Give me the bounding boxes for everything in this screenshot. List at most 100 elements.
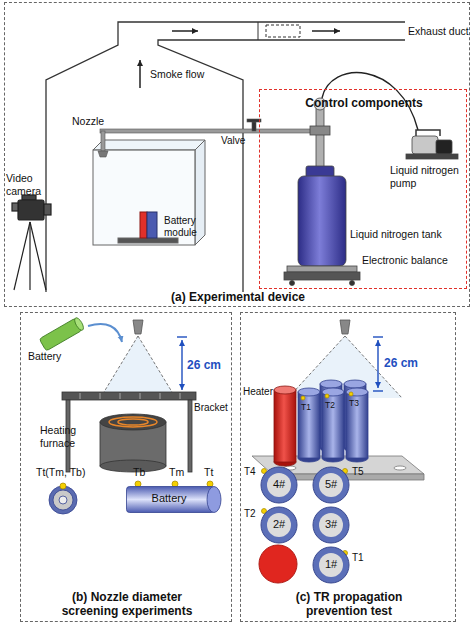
nitrogen-pump	[406, 154, 458, 159]
nitrogen-tank	[310, 126, 330, 135]
node-text: 4#	[260, 478, 298, 491]
bracket	[188, 400, 192, 472]
battery-cell	[344, 380, 366, 388]
spray-nozzle	[133, 320, 143, 334]
battery-cell	[298, 392, 320, 458]
node-text: 1#	[312, 558, 350, 571]
node-text: 2#	[260, 518, 298, 531]
placement-arrow	[88, 324, 122, 342]
module-base	[394, 466, 406, 470]
distance-dimension	[177, 337, 187, 393]
duct-damper	[258, 22, 259, 40]
battery-cell	[320, 380, 342, 388]
green-battery	[39, 316, 85, 351]
heating-furnace	[109, 417, 157, 427]
dimension-label: 26 cm	[187, 358, 221, 372]
bracket	[140, 393, 141, 399]
glass-enclosure	[118, 238, 178, 243]
cell-top-view: 2#	[260, 506, 298, 544]
thermocouple-dot	[325, 394, 329, 398]
bracket	[62, 392, 196, 400]
bracket	[180, 393, 181, 399]
battery-cell	[298, 388, 320, 396]
part-label: Liquid nitrogen tank	[350, 228, 442, 241]
nitrogen-tank	[298, 176, 346, 266]
heater-top-view	[259, 545, 297, 583]
distance-dimension	[377, 340, 378, 388]
dimension-label: 26 cm	[384, 356, 418, 370]
nitrogen-pump	[436, 140, 452, 154]
heating-furnace	[100, 414, 166, 472]
electronic-balance	[350, 281, 355, 286]
video-camera	[18, 200, 44, 220]
spray-nozzle	[138, 336, 172, 392]
battery-cross-section	[59, 496, 67, 504]
glass-enclosure	[147, 212, 157, 238]
distance-dimension	[373, 337, 383, 391]
bracket	[120, 393, 121, 399]
bracket	[160, 393, 161, 399]
node-text: Control components	[260, 96, 468, 110]
node-text: (a) Experimental device	[5, 290, 471, 304]
heating-furnace	[118, 419, 148, 425]
nozzle-pipe	[98, 119, 320, 157]
heater-cylinder	[274, 390, 296, 462]
part-label: Valve	[221, 135, 245, 147]
thermocouple-dot	[262, 392, 354, 556]
cell-shell	[313, 507, 349, 543]
heater-cylinder	[274, 386, 296, 394]
part-label: Nozzle	[72, 115, 104, 128]
battery-cross-section	[49, 483, 77, 514]
spray-nozzle	[104, 336, 172, 392]
bracket	[100, 393, 101, 399]
video-camera	[12, 195, 51, 290]
thermocouple-dot	[349, 392, 353, 396]
sensor-label: T3	[349, 398, 359, 408]
battery-cylinder: Battery	[126, 486, 222, 513]
node-text: 3#	[312, 518, 350, 531]
cylinder-body	[127, 487, 215, 513]
sensor-label: T5	[352, 466, 364, 478]
sensor-label: T4	[244, 466, 256, 478]
cell-top-view: 4#	[260, 466, 298, 504]
nozzle-pipe	[252, 121, 256, 131]
sensor-label: Tm	[169, 466, 184, 479]
sensor-label: T1	[352, 552, 364, 564]
flow-arrow	[139, 60, 141, 88]
distance-dimension	[177, 336, 187, 337]
node-text: (b) Nozzle diameter screening experiment…	[47, 590, 207, 619]
smoke-hood	[46, 22, 405, 292]
node-text: Battery	[126, 492, 212, 505]
duct-damper	[266, 25, 300, 37]
electronic-balance	[287, 266, 357, 272]
flow-arrow	[140, 31, 340, 88]
flow-label: Smoke flow	[150, 68, 204, 81]
cell-shell	[261, 507, 297, 543]
cell-top-view: 1#	[312, 546, 350, 584]
battery-cross-section	[49, 486, 77, 514]
cell-shell	[313, 547, 349, 583]
thermocouple-dot	[301, 396, 305, 400]
battery-cross-section	[53, 490, 73, 510]
cell-top-view: 3#	[312, 506, 350, 544]
cell-top-view: 5#	[312, 466, 350, 504]
electronic-balance	[284, 272, 360, 280]
spray-nozzle	[104, 320, 172, 392]
nitrogen-pump	[322, 73, 458, 159]
flow-arrow	[312, 30, 340, 32]
battery-cell	[298, 388, 368, 462]
node-text: 5#	[312, 478, 350, 491]
nozzle-pipe	[98, 151, 108, 157]
sensor-label: Tb	[133, 466, 145, 479]
glass-enclosure	[93, 140, 205, 150]
node-text: Battery module	[164, 215, 208, 239]
sensor-label: Tt	[204, 466, 213, 479]
video-camera	[12, 203, 18, 211]
bracket	[80, 393, 81, 399]
video-camera	[30, 222, 46, 290]
part-label: Heating furnace	[40, 424, 86, 449]
nitrogen-tank	[316, 108, 324, 170]
spray-nozzle	[288, 336, 345, 398]
cylinder-end	[207, 487, 221, 513]
